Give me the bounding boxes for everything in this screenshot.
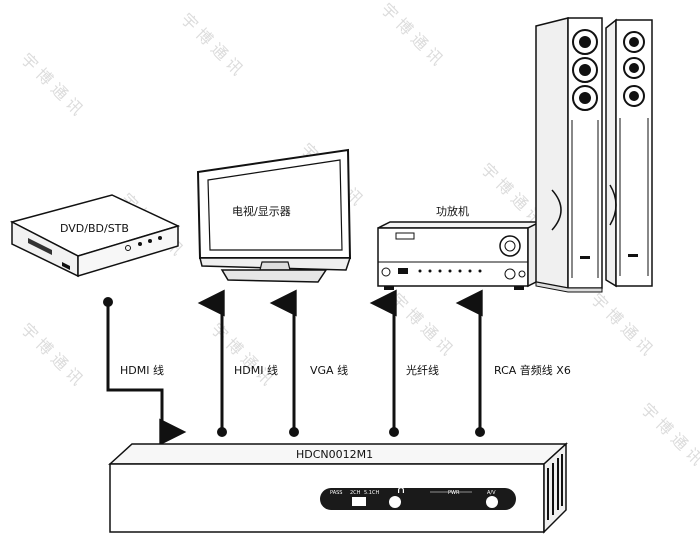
cable-hdmi-in: HDMI 线 xyxy=(103,297,187,446)
switcher-label: HDCN0012M1 xyxy=(296,448,373,461)
mode-button[interactable] xyxy=(389,496,401,508)
optical-label: 光纤线 xyxy=(406,363,439,377)
watermark: 宇 博 通 讯 xyxy=(377,0,446,69)
cable-optical: 光纤线 xyxy=(369,289,439,437)
cable-vga: VGA 线 xyxy=(269,289,348,437)
cable-rca: RCA 音频线 X6 xyxy=(455,289,571,437)
av-label: A/V xyxy=(487,490,496,496)
hdmi-in-label: HDMI 线 xyxy=(120,363,164,377)
av-button[interactable] xyxy=(486,496,498,508)
ir-window xyxy=(352,497,366,506)
watermark: 宇 博 通 讯 xyxy=(637,399,700,468)
vga-label: VGA 线 xyxy=(310,363,348,377)
ch51-label: 5.1CH xyxy=(364,490,379,496)
dvd-label: DVD/BD/STB xyxy=(60,222,129,235)
watermark: 宇 博 通 讯 xyxy=(387,289,456,358)
rca-label: RCA 音频线 X6 xyxy=(494,363,571,377)
speaker-right xyxy=(605,18,653,288)
tv-monitor: 电视/显示器 xyxy=(196,148,352,283)
watermark: 宇 博 通 讯 xyxy=(207,319,276,388)
watermark: 宇 博 通 讯 xyxy=(17,319,86,388)
hdmi-out-label: HDMI 线 xyxy=(234,363,278,377)
speaker-left xyxy=(535,17,603,293)
watermark: 宇 博 通 讯 xyxy=(17,49,86,118)
amp-label: 功放机 xyxy=(436,204,469,218)
switcher-front-panel: PASS 2CH 5.1CH PWR A/V xyxy=(320,487,516,510)
switcher-box: HDCN0012M1 PASS 2CH 5.1CH PWR A/V xyxy=(108,442,568,534)
watermark: 宇 博 通 讯 xyxy=(177,9,246,78)
headphone-icon xyxy=(397,487,404,493)
cable-hdmi-out: HDMI 线 xyxy=(197,289,278,437)
pass-label: PASS xyxy=(330,490,342,496)
dvd-player: DVD/BD/STB xyxy=(9,194,181,278)
ch2-label: 2CH xyxy=(350,490,361,496)
watermark: 宇 博 通 讯 xyxy=(587,289,656,358)
amplifier: 功放机 xyxy=(377,204,541,290)
pwr-label: PWR xyxy=(448,490,460,496)
tv-label: 电视/显示器 xyxy=(232,204,291,218)
